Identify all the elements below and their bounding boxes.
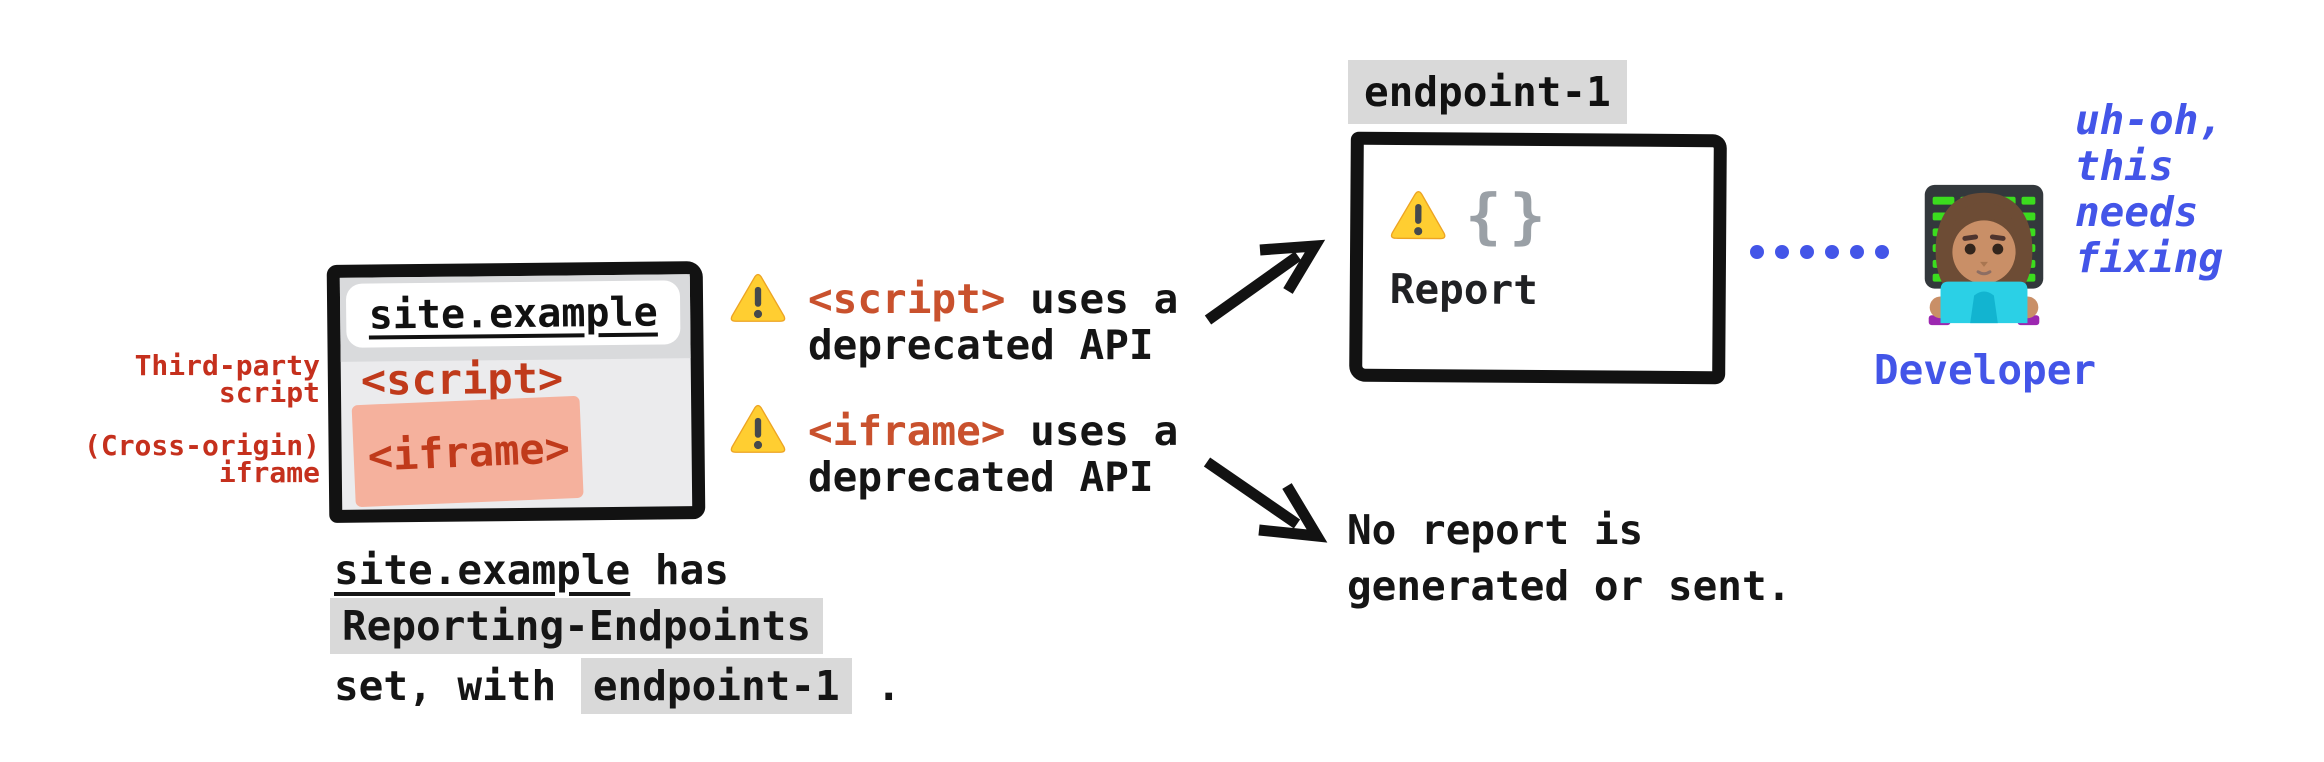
dotted-connector	[1750, 245, 1889, 259]
cross-origin-iframe-label: (Cross-origin) iframe	[83, 429, 320, 489]
dot	[1825, 245, 1839, 259]
arrow-to-no-report	[1203, 457, 1328, 543]
dot	[1850, 245, 1864, 259]
warning-triangle-icon	[1390, 191, 1446, 240]
third-party-script-label: Third-party script	[134, 349, 320, 409]
dot	[1775, 245, 1789, 259]
report-label: Report	[1389, 264, 1539, 314]
no-report-text: No report is generated or sent.	[1347, 506, 1792, 610]
warning-triangle-icon	[730, 404, 786, 453]
iframe-highlight-box: <iframe>	[351, 395, 584, 508]
json-braces-icon: {}	[1465, 181, 1554, 253]
warning-triangle-icon	[730, 273, 786, 322]
developer-thought-text: uh-oh, this needs fixing	[2075, 96, 2224, 282]
iframe-warning-text: <iframe> uses a deprecated API	[808, 407, 1179, 501]
site-url-text: site.example	[368, 289, 658, 339]
site-url-bar: site.example	[345, 280, 681, 348]
caption-line-3: set, with endpoint-1 .	[334, 658, 901, 714]
endpoint-report-box: {} Report	[1349, 131, 1727, 385]
developer-label: Developer	[1873, 346, 2097, 394]
site-browser-window: site.example <script> <iframe>	[326, 261, 706, 523]
dot	[1750, 245, 1764, 259]
caption-line-2: Reporting-Endpoints	[330, 598, 823, 654]
endpoint-1-chip-inline: endpoint-1	[580, 658, 852, 714]
technologist-emoji	[1924, 184, 2044, 326]
dot	[1800, 245, 1814, 259]
dot	[1875, 245, 1889, 259]
endpoint-1-label-chip: endpoint-1	[1348, 60, 1627, 124]
arrow-to-endpoint	[1204, 239, 1326, 325]
caption-site-code: site.example	[334, 546, 631, 594]
caption-line-1: site.example has	[334, 546, 729, 594]
reporting-endpoints-chip: Reporting-Endpoints	[330, 598, 823, 654]
iframe-tag-label: <iframe>	[366, 422, 571, 481]
script-warning-text: <script> uses a deprecated API	[808, 275, 1179, 369]
